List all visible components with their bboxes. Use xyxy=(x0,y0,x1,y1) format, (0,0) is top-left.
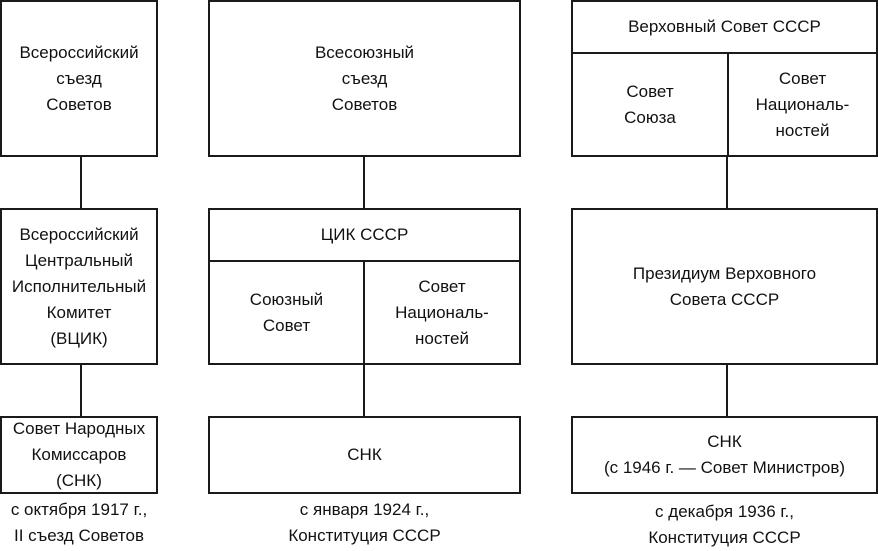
col1-congress-box: Всероссийский съезд Советов xyxy=(0,0,158,157)
col1-snk-box: Совет Народных Комиссаров (СНК) xyxy=(0,416,158,494)
col2-union-council-box: Союзный Совет xyxy=(208,260,365,365)
col3-connector-1 xyxy=(726,157,728,209)
col1-connector-1 xyxy=(80,157,82,209)
col3-union-council-box: Совет Союза xyxy=(571,52,729,157)
col1-vtsik-box: Всероссийский Центральный Исполнительный… xyxy=(0,208,158,365)
col2-snk-box: СНК xyxy=(208,416,521,494)
col3-connector-2 xyxy=(726,365,728,417)
col2-caption: с января 1924 г., Конституция СССР xyxy=(288,500,441,545)
col3-presidium-box: Президиум Верховного Совета СССР xyxy=(571,208,878,365)
col2-connector-1 xyxy=(363,157,365,209)
col3-snk-box: СНК (с 1946 г. — Совет Министров) xyxy=(571,416,878,494)
col3-caption: с декабря 1936 г., Конституция СССР xyxy=(648,502,801,547)
col1-caption: с октября 1917 г., II съезд Советов xyxy=(10,500,148,545)
col3-supreme-soviet-box: Верховный Совет СССР xyxy=(571,0,878,54)
col2-connector-2 xyxy=(363,365,365,417)
col2-congress-box: Всесоюзный съезд Советов xyxy=(208,0,521,157)
col3-nationalities-council-box: Совет Националь- ностей xyxy=(727,52,878,157)
col2-tsik-box: ЦИК СССР xyxy=(208,208,521,262)
col1-connector-2 xyxy=(80,365,82,417)
col2-nationalities-council-box: Совет Националь- ностей xyxy=(363,260,521,365)
